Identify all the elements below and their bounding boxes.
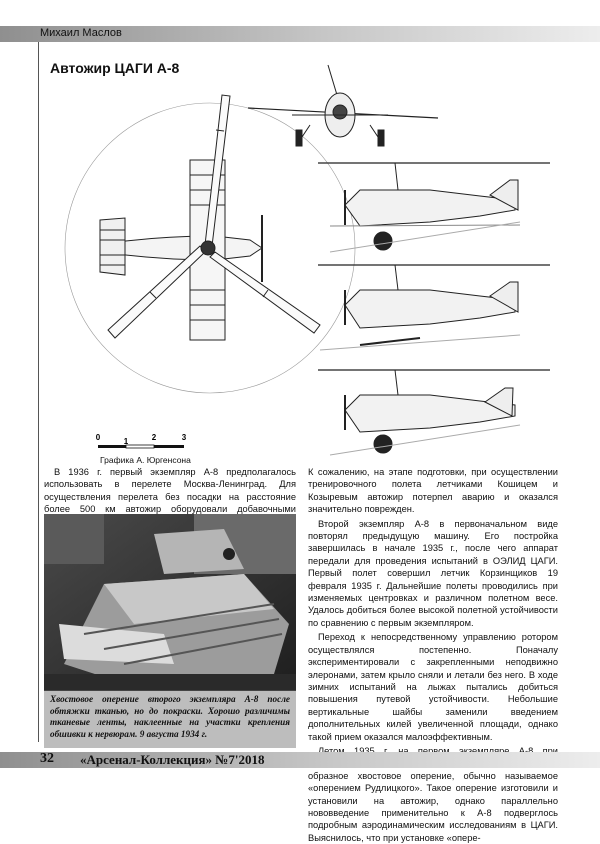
scale-tick-label: 2	[152, 433, 157, 442]
side-view-v-tail	[318, 369, 550, 456]
side-view-skis	[318, 264, 550, 351]
plan-view	[99, 94, 321, 341]
tail-photo	[44, 514, 296, 690]
footer-bar	[0, 752, 600, 768]
right-column-text: К сожалению, на этапе подготовки, при ос…	[308, 466, 558, 844]
paragraph: Переход к непосредственному управлению р…	[308, 632, 558, 742]
scale-tick-label: 3	[182, 433, 187, 442]
scale-bar: 0 1 2 3	[96, 433, 187, 449]
running-header-author: Михаил Маслов	[40, 27, 122, 39]
scale-tick-label: 0	[96, 433, 101, 442]
side-view-wheels	[318, 162, 550, 253]
photo-caption: Хвостовое оперение второго экземпляра А-…	[44, 690, 296, 748]
front-view	[247, 64, 439, 147]
margin-rule	[38, 42, 39, 742]
page-number: 32	[40, 751, 54, 766]
drawing-title: Автожир ЦАГИ А-8	[50, 60, 180, 76]
autogyro-drawing	[64, 64, 550, 456]
paragraph: Второй экземпляр А-8 в первоначальном ви…	[308, 518, 558, 628]
photo-image	[44, 514, 296, 690]
scale-tick-label: 1	[124, 437, 129, 446]
journal-title: «Арсенал-Коллекция» №7'2018	[80, 752, 265, 767]
drawing-credit: Графика А. Юргенсона	[100, 455, 191, 465]
header-bar	[0, 26, 600, 42]
paragraph: К сожалению, на этапе подготовки, при ос…	[308, 467, 558, 515]
